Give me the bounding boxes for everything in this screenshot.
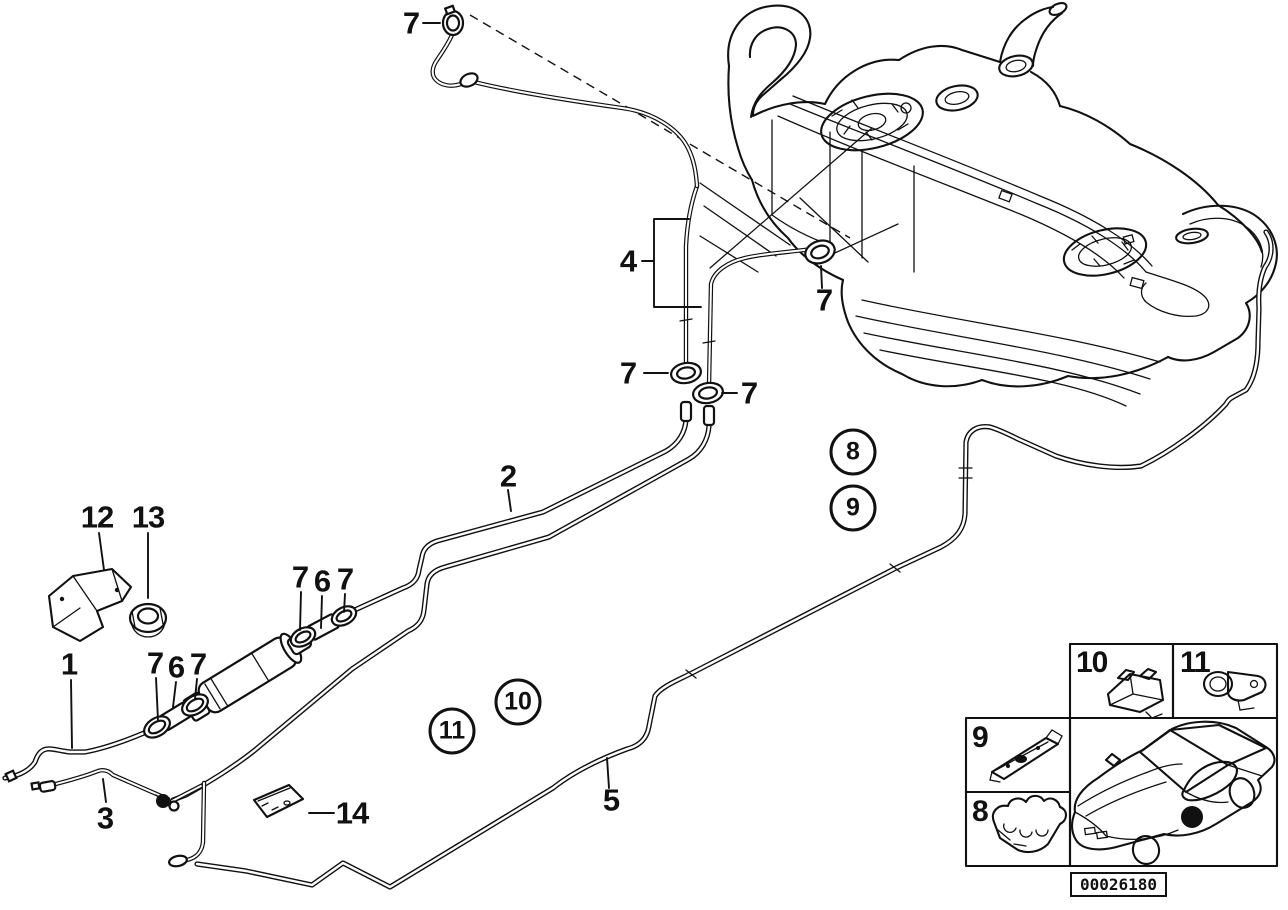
callout-14: 14 [335,795,369,831]
fuel-pump-flange [820,92,924,152]
car-mirror [1104,752,1122,768]
tube-nipple [679,400,693,423]
callout-12: 12 [80,499,114,535]
callout-7-left-clamp: 7 [619,355,637,391]
callout-8-circled: 8 [829,428,877,476]
callout-9-circled: 9 [829,484,877,532]
callout-7-filter-c: 7 [146,645,164,681]
legend-number-9: 9 [972,721,989,754]
callout-5: 5 [602,782,620,818]
hose-clamps-and-fittings [143,4,836,812]
fuel-sender-flange [1062,227,1148,277]
callout-7-filter-a: 7 [291,559,309,595]
legend-part-9-drawing [989,729,1063,783]
fuel-filter [143,605,358,739]
callout-4: 4 [619,243,637,279]
dashed-leader-line [469,14,851,239]
tube-nipple [702,404,716,427]
legend-part-10-drawing [1106,667,1165,719]
callout-7-filter-d: 7 [189,646,207,682]
pipe-end-cap [168,854,188,868]
callout-7-filter-b: 7 [336,561,354,597]
callout-6-filter-a: 6 [313,563,331,599]
clamp-icon [181,693,209,717]
small-parts [47,567,305,819]
callout-11-circled: 11 [428,707,476,755]
car-rear-wheel [1228,777,1256,809]
fuel-lines [5,35,1271,887]
clamp-icon [330,605,358,627]
callout-7-right-clamp: 7 [815,282,833,318]
callout-1: 1 [60,646,78,682]
pipe-nipple [38,780,57,793]
callout-leaders [70,22,823,814]
legend-number-10: 10 [1076,646,1108,679]
callout-6-filter-b: 6 [167,649,185,685]
legend-number-11: 11 [1180,646,1211,679]
clamp-icon [441,4,465,37]
callout-7-mid-clamp: 7 [740,375,758,411]
clamp-icon [804,239,836,265]
clamp-icon [692,381,724,405]
grommet-clip [155,794,180,812]
location-dot [1181,806,1203,828]
legend-part-11-drawing [1202,670,1267,711]
heat-shield-part [47,567,133,643]
legend-number-8: 8 [972,795,989,828]
callout-3: 3 [96,800,114,836]
nut-part [128,602,168,638]
legend-grid [964,642,1279,868]
callout-2: 2 [499,458,517,494]
callout-7-top: 7 [402,5,420,41]
callout-10-circled: 10 [494,678,542,726]
diagram-code-plate: 00026180 [1070,872,1167,897]
legend-part-8-drawing [991,794,1068,854]
fuel-tank-drawing [469,2,1278,407]
clamp-icon [289,626,317,648]
bracket-part-14 [252,783,305,819]
car-location-drawing [1071,720,1276,866]
clamp-icon [670,361,702,385]
car-front-wheel [1131,834,1161,866]
clamp-icon [143,715,171,739]
callout-13: 13 [131,499,165,535]
